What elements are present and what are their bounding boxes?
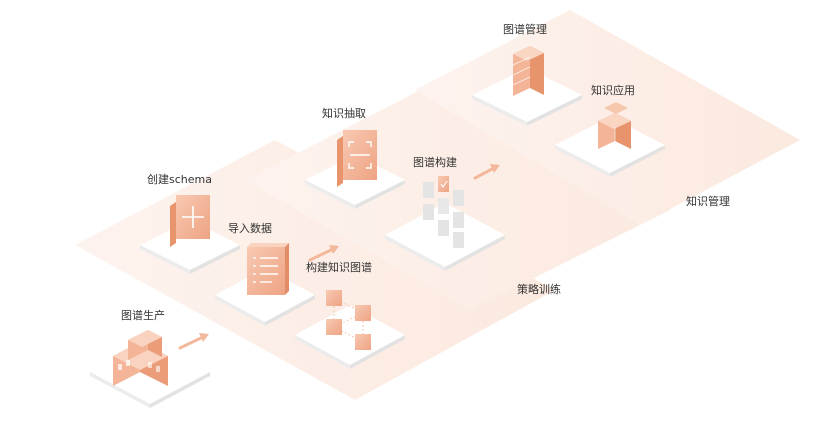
building-icon (113, 330, 168, 386)
arrow-icon (473, 164, 500, 180)
step-label-knowledge-extraction: 知识抽取 (322, 107, 366, 120)
tile-create-schema (140, 220, 240, 274)
tile-graph-management (472, 68, 582, 126)
card-grid-icon (423, 176, 464, 248)
step-label-graph-management: 图谱管理 (503, 23, 547, 36)
cube-stack-icon (598, 102, 631, 149)
step-label-build-knowledge-graph: 构建知识图谱 (306, 261, 372, 274)
list-document-icon (247, 243, 289, 295)
plus-card-icon (170, 195, 210, 247)
step-label-create-schema: 创建schema (147, 173, 212, 186)
step-label-graph-construction: 图谱构建 (413, 156, 457, 169)
cubes-network-icon (326, 290, 371, 350)
tile-import-data (215, 268, 315, 326)
step-label-graph-production: 图谱生产 (121, 309, 165, 322)
arrow-icon (178, 333, 209, 350)
server-tower-icon (512, 46, 544, 96)
stage-label-management: 知识管理 (686, 195, 730, 208)
tile-knowledge-application (555, 117, 665, 177)
step-label-knowledge-application: 知识应用 (591, 84, 635, 97)
step-label-import-data: 导入数据 (228, 222, 272, 235)
scan-card-icon (337, 130, 377, 187)
stage-label-training: 策略训练 (517, 283, 561, 296)
arrow-icon (308, 245, 339, 262)
